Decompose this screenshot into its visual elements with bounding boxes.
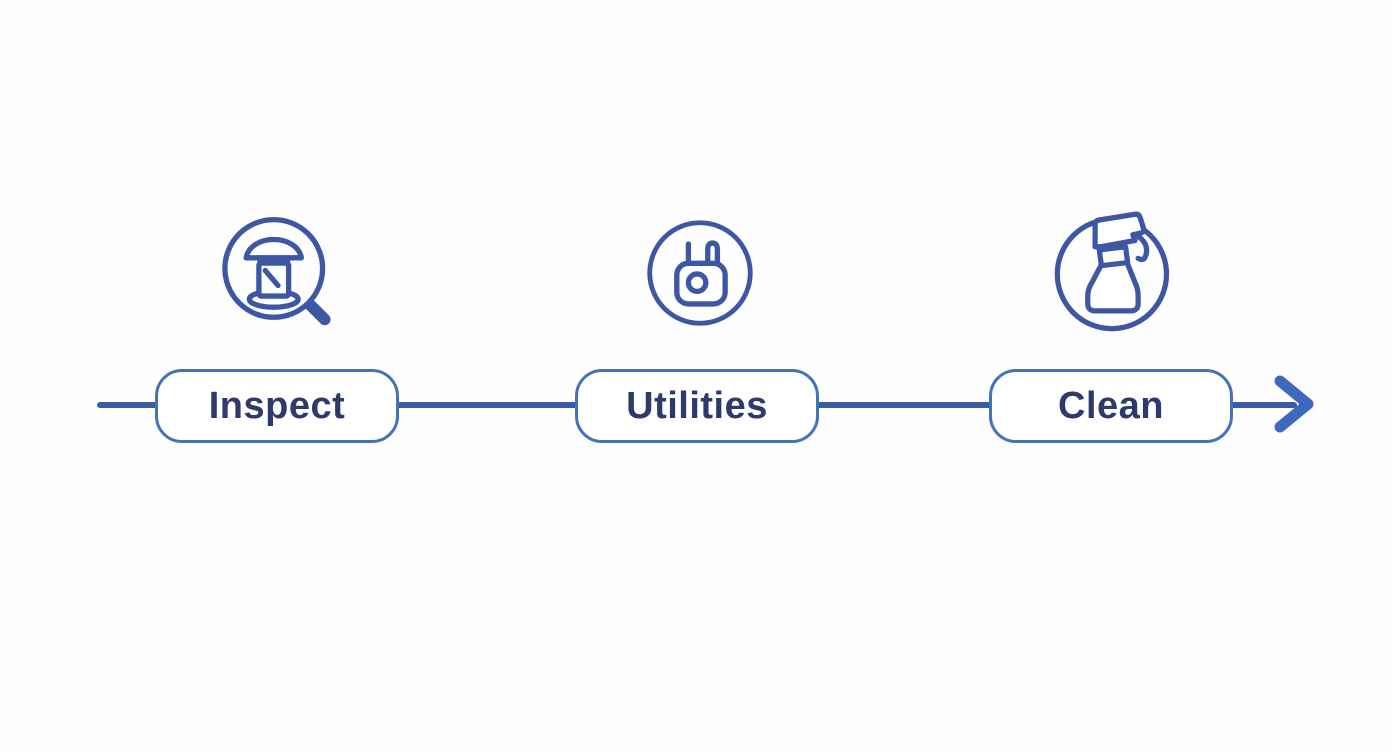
magnifier-inspection-icon — [212, 209, 344, 352]
step-pill-utilities: Utilities — [575, 369, 819, 443]
step-label: Clean — [1058, 384, 1164, 427]
arrow-right-icon — [1274, 375, 1314, 433]
power-plug-icon — [642, 215, 758, 336]
step-pill-inspect: Inspect — [155, 369, 399, 443]
step-label: Inspect — [208, 384, 346, 427]
step-label: Utilities — [626, 384, 768, 427]
step-pill-clean: Clean — [989, 369, 1233, 443]
spray-bottle-icon — [1051, 209, 1177, 340]
